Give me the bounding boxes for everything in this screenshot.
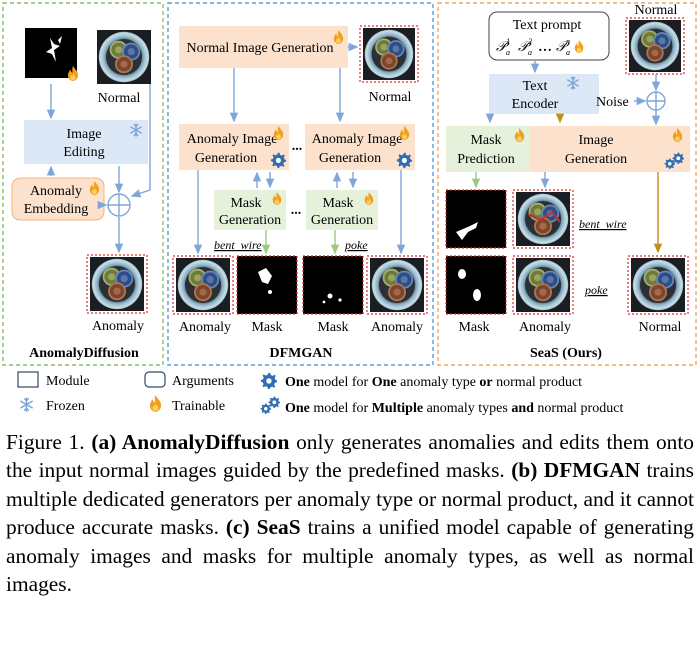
mask-prediction-line2: Prediction (457, 152, 515, 167)
gear-icon (268, 396, 280, 408)
mask-prediction-line1: Mask (470, 133, 501, 148)
noise-label: Noise (596, 95, 629, 110)
text-encoder-line2: Encoder (512, 97, 559, 112)
panel-seas (437, 2, 697, 366)
mask-gen-2-line1: Mask (322, 196, 353, 211)
plus-icon (646, 91, 666, 111)
legend-module: Module (46, 374, 90, 389)
svg-text:a: a (566, 48, 570, 57)
anomaly-embedding-line2: Embedding (24, 202, 89, 217)
gear-icon (260, 403, 271, 414)
gear-icon (270, 152, 286, 168)
text-encoder-line1: Text (523, 79, 548, 94)
type-label-1: bent_wire (214, 238, 262, 252)
legend-arguments: Arguments (172, 374, 234, 389)
legend: Module Arguments Frozen Trainable One mo… (17, 371, 623, 416)
input-normal-image (628, 20, 682, 72)
normal-label: Normal (98, 91, 141, 106)
svg-text:2: 2 (528, 37, 532, 46)
bottom-label-4: Anomaly (371, 320, 423, 335)
normal-output-image (630, 258, 686, 312)
svg-text:n: n (566, 37, 570, 46)
anomaly-image-2 (515, 258, 571, 312)
legend-trainable: Trainable (172, 399, 225, 414)
legend-multi-model: One model for Multiple anomaly types and… (285, 401, 623, 416)
anomaly-image-gen-1-line2: Generation (195, 151, 257, 166)
bottom-label-3: Mask (317, 320, 348, 335)
anomaly-image-1 (175, 258, 231, 312)
legend-one-model: One model for One anomaly type or normal… (285, 375, 582, 390)
normal-image-generation-module (179, 26, 348, 68)
anomaly-image-2 (369, 258, 425, 312)
mask-gen-2-line2: Generation (311, 213, 373, 228)
image-generation-line1: Image (579, 133, 614, 148)
anomaly-image-gen-2-line2: Generation (319, 151, 381, 166)
svg-text:…: … (538, 40, 552, 55)
gear-icon (396, 152, 412, 168)
image-editing-module (24, 120, 148, 164)
text-encoder-module (489, 74, 599, 114)
mask-gen-1-line2: Generation (219, 213, 281, 228)
panel-anomalydiffusion (2, 2, 164, 366)
svg-text:1: 1 (506, 37, 510, 46)
type-label-1: bent_wire (579, 217, 627, 231)
type-label-2: poke (344, 238, 368, 252)
mask-image-1 (445, 189, 507, 249)
flame-icon (149, 395, 162, 412)
bottom-label-3: Normal (639, 320, 682, 335)
image-editing-line2: Editing (63, 145, 104, 160)
anomaly-embedding-argument (11, 177, 105, 221)
bottom-label-2: Anomaly (519, 320, 571, 335)
panel-title: DFMGAN (270, 346, 333, 361)
normal-image (97, 30, 151, 84)
plus-icon (107, 193, 131, 217)
legend-frozen: Frozen (46, 399, 85, 414)
input-mask-image (25, 28, 77, 78)
gear-icon (672, 152, 684, 164)
anomaly-label: Anomaly (92, 319, 144, 334)
anomaly-image-gen-1-line1: Anomaly Image (187, 132, 278, 147)
diagram-canvas: Normal Image Editing Anomaly Embedding A… (2, 2, 697, 416)
mask-image-2 (302, 255, 364, 315)
panel-title: SeaS (Ours) (530, 346, 602, 361)
mask-image-2 (445, 255, 507, 315)
legend-module-swatch (17, 371, 39, 388)
normal-image-generation-label: Normal Image Generation (187, 41, 334, 56)
mask-gen-1-line1: Mask (230, 196, 261, 211)
dots: ... (291, 203, 302, 218)
anomaly-image-generation-module-1 (179, 124, 289, 170)
mask-image-1 (236, 255, 298, 315)
anomaly-image-generation-module-2 (305, 124, 415, 170)
snowflake-icon (20, 397, 33, 412)
anomaly-output-image (89, 257, 145, 311)
type-label-2: poke (584, 283, 608, 297)
anomaly-image-gen-2-line1: Anomaly Image (312, 132, 403, 147)
bottom-label-2: Mask (251, 320, 282, 335)
image-generation-line2: Generation (565, 152, 627, 167)
image-editing-line1: Image (67, 127, 102, 142)
dots: ... (292, 139, 303, 154)
normal-label: Normal (635, 3, 678, 18)
legend-arguments-swatch (144, 371, 166, 388)
bottom-label-1: Anomaly (179, 320, 231, 335)
bottom-label-1: Mask (458, 320, 489, 335)
panel-dfmgan (167, 2, 434, 366)
svg-text:a: a (506, 48, 510, 57)
gear-icon (664, 158, 675, 169)
svg-text:a: a (528, 48, 532, 57)
normal-output-image (362, 28, 416, 80)
normal-label: Normal (369, 90, 412, 105)
figure-caption: Figure 1. (a) AnomalyDiffusion only gene… (6, 430, 695, 597)
text-prompt-label: Text prompt (513, 18, 582, 33)
panel-title: AnomalyDiffusion (29, 346, 139, 361)
anomaly-embedding-line1: Anomaly (30, 184, 82, 199)
gear-icon (260, 372, 277, 389)
